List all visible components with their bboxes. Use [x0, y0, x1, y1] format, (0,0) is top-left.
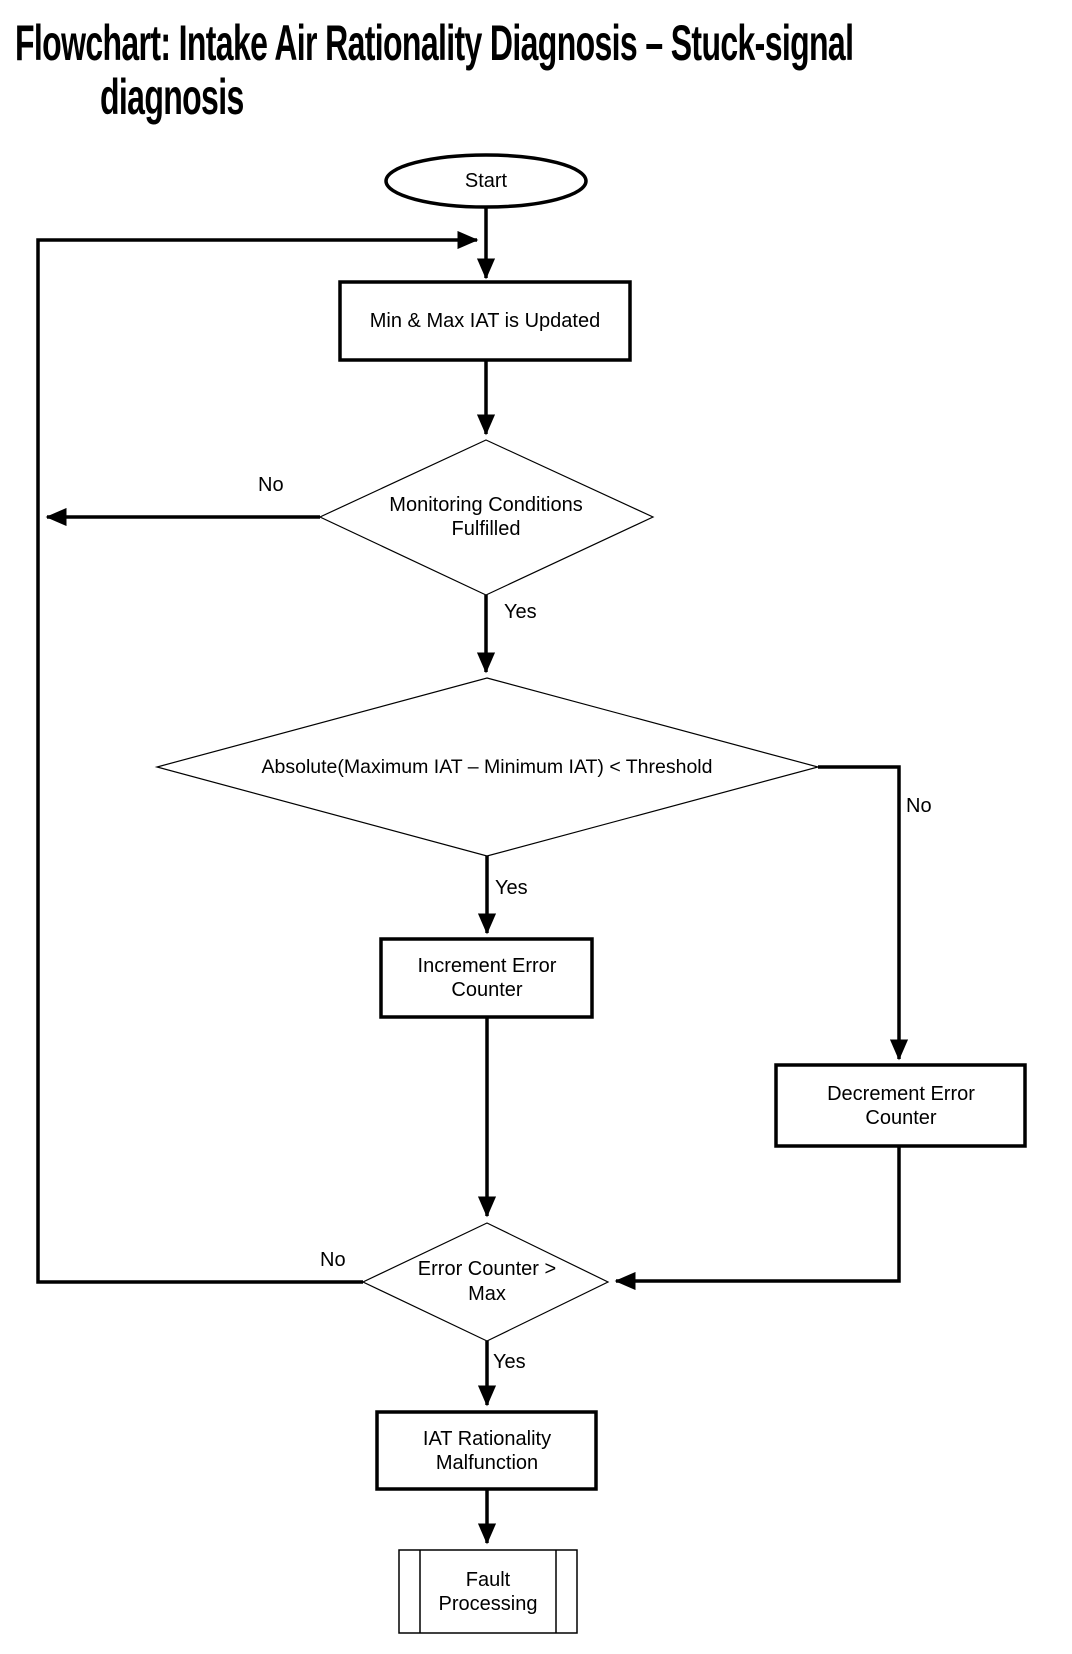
threshold-no-label: No — [906, 795, 932, 817]
increment-error-counter-label: Increment Error Counter — [417, 955, 557, 1001]
counter-yes-label: Yes — [493, 1351, 526, 1373]
iat-malfunction-label: IAT Rationality Malfunction — [422, 1427, 552, 1474]
monitoring-conditions-label: Monitoring Conditions Fulfilled — [389, 494, 583, 540]
iat-threshold-label: Absolute(Maximum IAT – Minimum IAT) < Th… — [261, 756, 713, 778]
min-max-update-process-shape — [338, 280, 632, 362]
monitoring-yes-label: Yes — [504, 601, 537, 623]
fault-processing-label: Fault Processing — [438, 1569, 538, 1615]
monitoring-no-label: No — [258, 474, 284, 496]
page-title-line1: Flowchart: Intake Air Rationality Diagno… — [15, 15, 854, 71]
counter-no-label: No — [320, 1249, 346, 1271]
decrement-error-counter-process-shape — [774, 1063, 1027, 1148]
iat-malfunction-process-shape — [375, 1410, 598, 1491]
error-counter-decision-shape — [361, 1222, 610, 1342]
fault-processing-predefined-shape — [398, 1549, 578, 1634]
edge-threshold-no — [818, 765, 909, 1061]
page-title-line2: diagnosis — [100, 69, 244, 125]
decrement-error-counter-label: Decrement Error Counter — [827, 1082, 975, 1129]
edge-decrement-to-counter-check — [614, 1146, 901, 1291]
increment-error-counter-process-shape — [379, 937, 594, 1019]
monitoring-conditions-decision-shape — [318, 439, 655, 596]
min-max-update-label: Min & Max IAT is Updated — [369, 310, 601, 332]
edge-counter-no-loopback — [36, 230, 479, 1284]
start-label: Start — [464, 170, 508, 192]
iat-threshold-decision-shape — [154, 677, 821, 857]
threshold-yes-label: Yes — [495, 877, 528, 899]
error-counter-check-label: Error Counter > Max — [417, 1258, 557, 1305]
start-terminator-shape — [384, 153, 588, 209]
